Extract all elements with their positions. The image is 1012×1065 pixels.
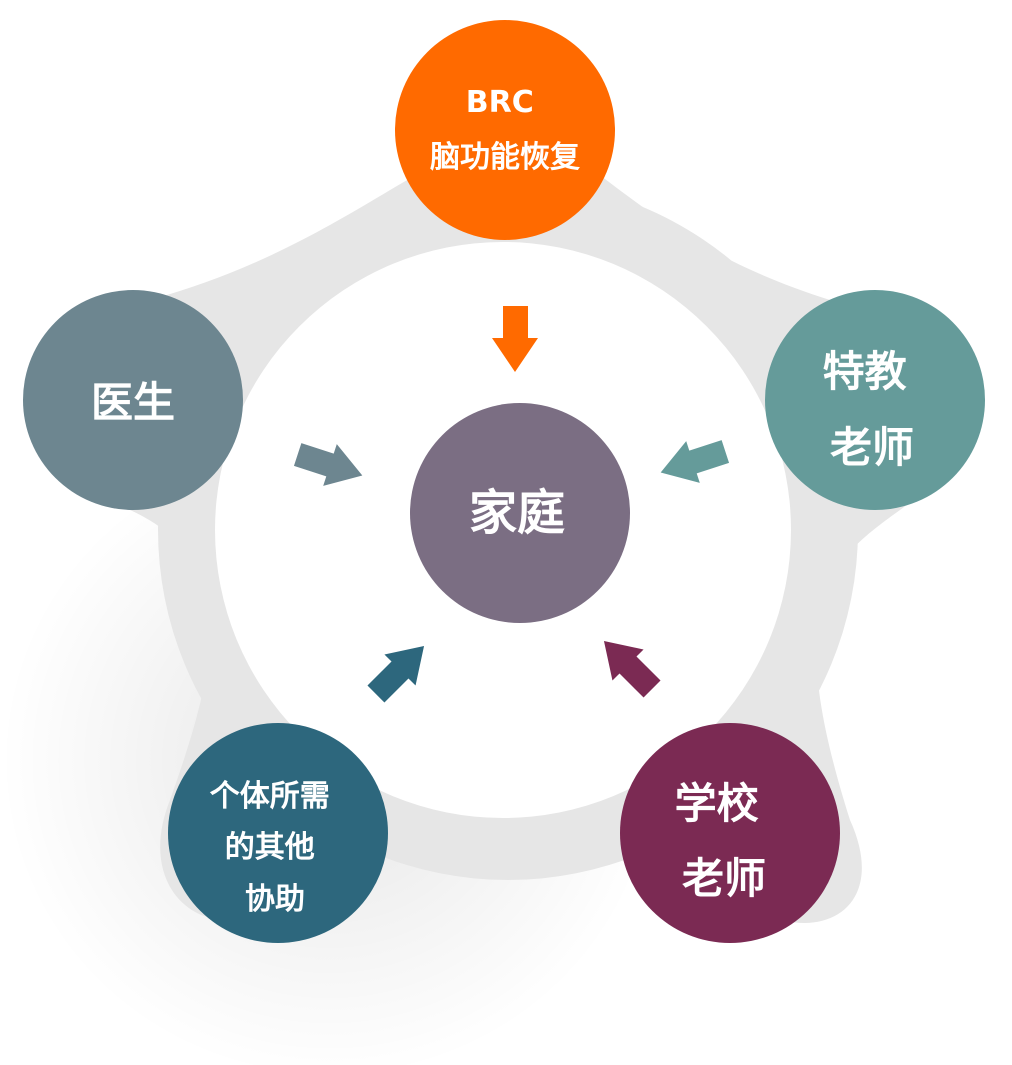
node-special-teacher-line-2: 老师 [830, 423, 914, 472]
node-special-teacher-circle [765, 290, 985, 510]
center-node-family: 家庭 [410, 403, 630, 623]
arrow-from-special-teacher [660, 440, 730, 483]
node-brc-circle [395, 20, 615, 240]
node-doctor-label: 医生 [91, 378, 175, 427]
arrow-shape [293, 443, 363, 486]
center-label-line-1: 家庭 [469, 485, 565, 541]
node-other-help-line-2: 的其他 [225, 830, 315, 865]
node-other-help-line-1: 个体所需 [210, 779, 330, 814]
center-circle [410, 403, 630, 623]
node-special-teacher-line-1: 特教 [823, 347, 907, 396]
node-special-teacher-label: 特教 老师 [823, 347, 922, 472]
node-school-teacher-circle [620, 723, 840, 943]
node-school-teacher-line-2: 老师 [682, 854, 766, 903]
arrow-shape [492, 306, 538, 372]
center-label: 家庭 [469, 485, 565, 541]
arrow-from-other-help [367, 645, 425, 703]
node-other-help-line-3: 协助 [245, 882, 305, 917]
node-brc-line-2: 脑功能恢复 [430, 140, 580, 175]
node-school-teacher-line-1: 学校 [675, 779, 759, 828]
arrow-from-doctor [293, 443, 363, 486]
node-other-help-label: 个体所需 的其他 协助 [210, 779, 340, 917]
node-other-help-circle [168, 723, 388, 943]
node-special-teacher: 特教 老师 [765, 290, 985, 510]
node-brc: BRC 脑功能恢复 [395, 20, 615, 240]
arrow-shape [660, 440, 730, 483]
node-other-help: 个体所需 的其他 协助 [168, 723, 388, 943]
arrow-shape [603, 640, 661, 698]
node-school-teacher: 学校 老师 [620, 723, 840, 943]
arrow-shape [367, 645, 425, 703]
node-doctor-circle [23, 290, 243, 510]
arrow-from-brc [492, 306, 538, 372]
node-doctor-line-1: 医生 [91, 378, 175, 427]
node-brc-line-1: BRC [466, 85, 534, 120]
node-brc-label: BRC 脑功能恢复 [430, 85, 580, 175]
arrow-from-school-teacher [603, 640, 661, 698]
node-school-teacher-label: 学校 老师 [675, 779, 774, 903]
node-doctor: 医生 [23, 290, 243, 510]
